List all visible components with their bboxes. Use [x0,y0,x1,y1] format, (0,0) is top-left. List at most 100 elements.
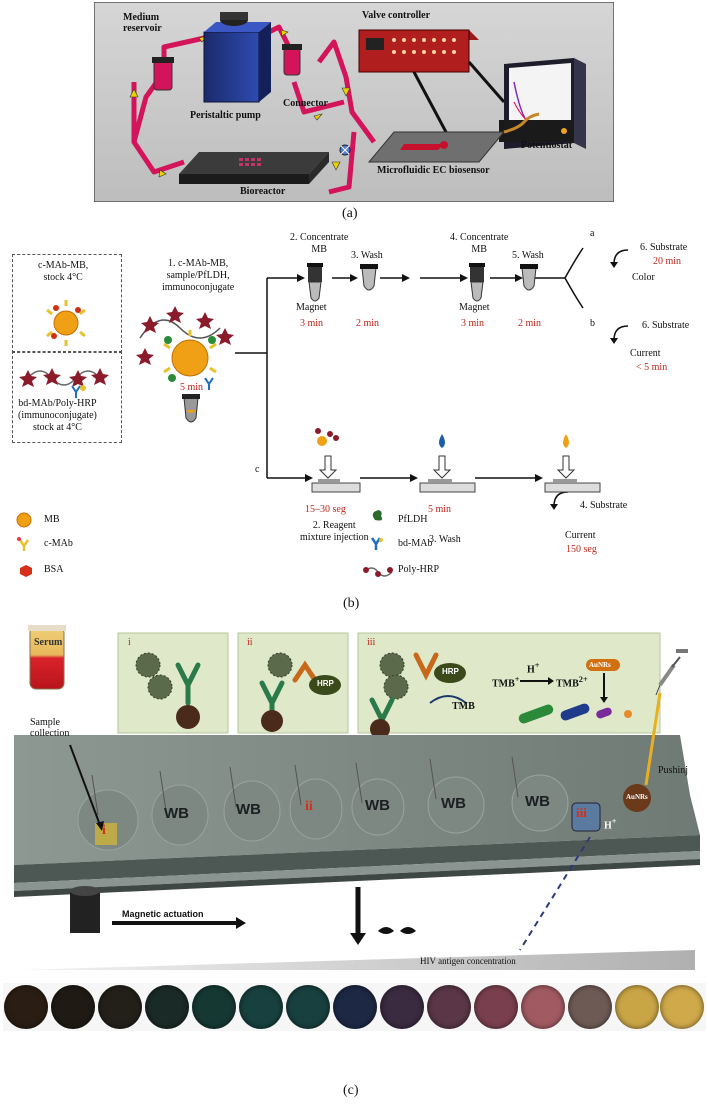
step5-time: 2 min [518,318,542,329]
swatch-11 [474,985,518,1029]
step2-label: 2. Concentrate MB [290,232,349,255]
wb-5: WB [525,793,550,810]
swatch-12 [521,985,565,1029]
wb-1: WB [164,805,189,822]
legend-pfldh: PfLDH [398,514,428,525]
swatch-7 [286,985,330,1029]
swatch-13 [568,985,612,1029]
pfldh-icon [372,510,383,521]
c-mab-icon [17,537,30,551]
step6a-time: 20 min [653,256,682,267]
swatch-6 [239,985,283,1029]
step-i-illustration [135,652,201,729]
step4-time: 3 min [461,318,485,329]
wb-2: WB [236,801,261,818]
swatch-9 [380,985,424,1029]
color-swatch-row [4,985,704,1029]
panel-a-label: (a) [342,206,358,221]
magnet-tube-2-icon [469,263,485,302]
swatch-3 [98,985,142,1029]
magnetic-actuation-label: Magnetic actuation [122,909,204,919]
swatch-5 [192,985,236,1029]
label-biosensor: Microfluidic EC biosensor [377,165,490,176]
magnet2-label: Magnet [459,302,490,313]
step-iii-illustration [369,652,632,739]
panel-c-label: (c) [343,1083,359,1098]
swatch-2 [51,985,95,1029]
panel-b-diagram [16,247,629,577]
wash-tube-2-icon [520,264,538,291]
aunrs-label: AuNRs [589,661,611,669]
step-iii-label: iii [367,637,376,648]
valve-icon [339,144,351,156]
branch-c: c [255,464,260,475]
step3-time: 2 min [356,318,380,329]
panel-a: Medium reservoir Peristaltic pump Connec… [0,0,709,225]
label-connector: Connector [283,98,328,109]
panel-b-label: (b) [343,596,360,611]
swatch-8 [333,985,377,1029]
microfluidic-chip [14,692,700,897]
mb-bead-icon [46,300,86,346]
legend-bsa: BSA [44,564,64,575]
c-step3-label: 3. Wash [429,534,461,545]
label-bioreactor: Bioreactor [240,186,286,197]
chip-ii-label: ii [305,799,313,814]
step-ii-label: ii [247,637,253,648]
step1-tube-icon [182,394,200,423]
poly-hrp-icon [363,567,393,577]
panel-c-diagram [3,625,706,1031]
wb-3: WB [365,797,390,814]
aunrs-chip-label: AuNRs [626,793,648,801]
color-label: Color [632,272,655,283]
legend-mb: MB [44,514,60,525]
c-step4-label: 4. Substrate [580,500,628,511]
branch-a: a [590,228,595,239]
legend-c-mab: c-MAb [44,538,73,549]
stock-top-label: c-MAb-MB, stock 4°C [38,260,89,283]
branch-b: b [590,318,595,329]
c-step3-time: 5 min [428,504,452,515]
h-plus-chip-label: H+ [604,817,617,832]
chip-1-icon [311,428,361,493]
panel-c: Serum Sample collection i ii iii HRP HRP… [0,625,709,1109]
label-valve-controller: Valve controller [362,10,431,21]
label-peristaltic-pump: Peristaltic pump [190,110,261,121]
step1-label: 1. c-MAb-MB, sample/PfLDH, immunoconjuga… [162,258,235,293]
tmb-label: TMB [452,701,475,712]
step3-label: 3. Wash [351,250,383,261]
magnet1-label: Magnet [296,302,327,313]
c-step2-time: 15–30 seg [305,504,346,515]
stock-box-bottom [12,351,122,443]
c-current-label: Current [565,530,596,541]
peristaltic-pump-icon [203,12,271,103]
bioreactor-icon [179,152,329,184]
chip-3-icon [544,434,601,493]
serum-tube-icon [28,625,66,690]
step2-time: 3 min [300,318,324,329]
hrp-label-iii: HRP [442,667,459,676]
step6a-label: 6. Substrate [640,242,688,253]
magnet-tube-1-icon [307,263,323,302]
stock-box-top [12,254,122,353]
medium-reservoir-icon [152,57,174,91]
step5-label: 5. Wash [512,250,544,261]
connector-icon [282,44,302,76]
swatch-14 [615,985,659,1029]
stock-bottom-label: bd-MAb/Poly-HRP (immunoconjugate) stock … [18,398,97,433]
tmb-plus-label: TMB+ [492,675,520,690]
panel-b: c-MAb-MB, stock 4°C bd-MAb/Poly-HRP (imm… [0,228,709,618]
step1-time: 5 min [180,382,204,393]
wb-4: WB [441,795,466,812]
swatch-15 [660,985,704,1029]
panel-a-diagram [94,2,614,202]
wash-tube-1-icon [360,264,378,291]
tmb-2plus-label: TMB2+ [556,675,588,690]
h-plus-label: H+ [527,661,540,676]
c-step2-label: 2. Reagent mixture injection [300,520,369,543]
mb-icon [16,512,32,528]
label-medium-reservoir: Medium reservoir [123,12,162,34]
legend-poly-hrp: Poly-HRP [398,564,440,575]
hrp-label-ii: HRP [317,679,334,688]
chip-i-label: i [102,823,106,838]
